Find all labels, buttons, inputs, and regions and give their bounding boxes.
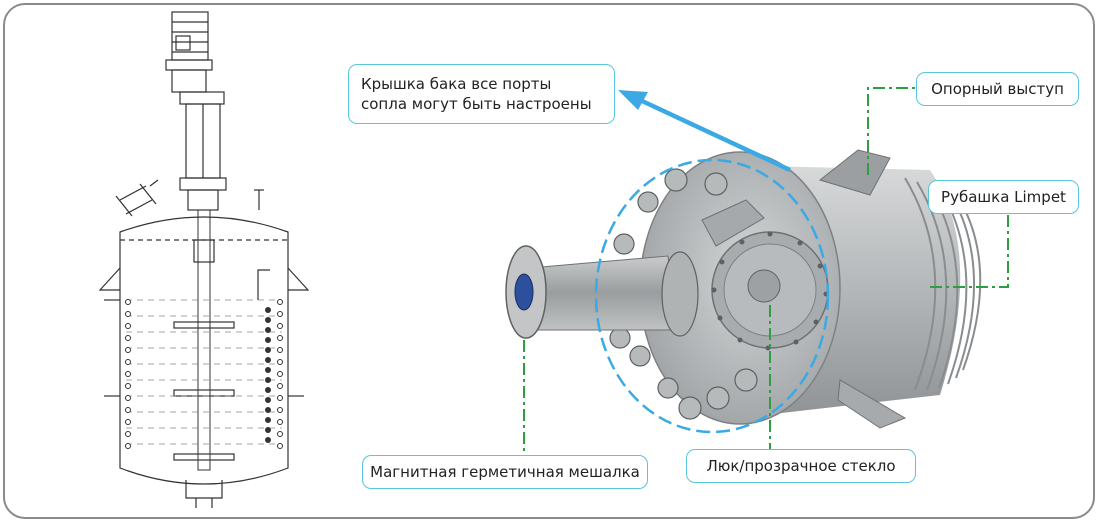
lid-arrow <box>618 90 791 173</box>
magnetic-mixer-callout: Магнитная герметичная мешалка <box>362 455 648 489</box>
lid-highlight <box>594 158 830 434</box>
limpet-jacket-callout: Рубашка Limpet <box>928 180 1079 214</box>
inner-coil <box>265 307 271 443</box>
lid-ports-callout: Крышка бака все порты сопла могут быть н… <box>348 64 615 124</box>
hatch-glass-callout: Люк/прозрачное стекло <box>686 449 916 483</box>
coil-dots <box>125 299 283 449</box>
vessel-render <box>505 149 982 429</box>
support-lug-callout: Опорный выступ <box>916 72 1079 106</box>
technical-drawing <box>98 11 310 508</box>
